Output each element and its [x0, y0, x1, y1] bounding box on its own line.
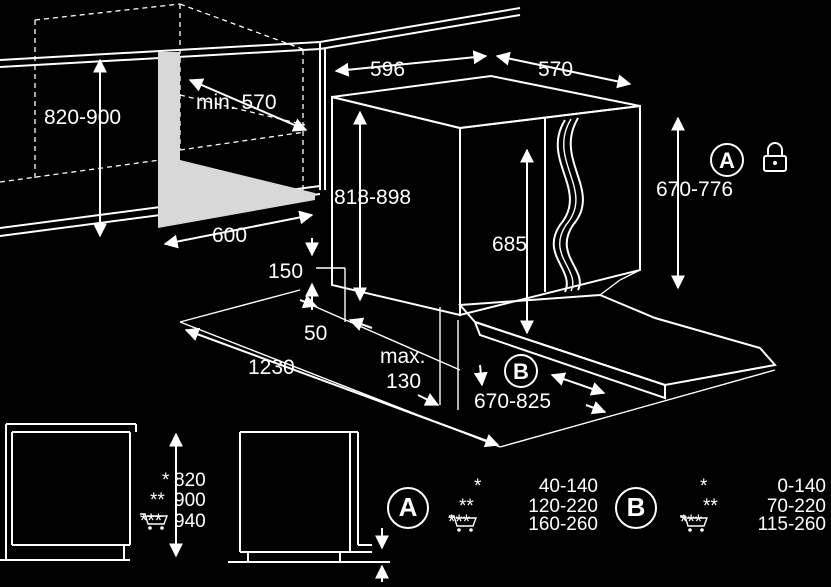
max-value-label: 130: [386, 370, 421, 393]
dishwasher-body: [331, 74, 641, 317]
min-depth-label: min. 570: [196, 91, 277, 114]
legend-b-1-value: 0-140: [777, 476, 826, 497]
depth-570-label: 570: [538, 58, 573, 81]
legend-a-1-value: 40-140: [539, 476, 598, 497]
side-height-3-value: 940: [174, 511, 206, 532]
legend-a: * 40-140 ** 120-220 *** 160-260: [448, 476, 598, 535]
dimension-arrows: [93, 50, 685, 448]
svg-text:B: B: [513, 359, 529, 384]
max-label: max.: [380, 345, 426, 368]
legend-a-1-marker: *: [474, 476, 482, 497]
length-1230-label: 1230: [248, 356, 295, 379]
legend-b-2-marker: **: [703, 496, 718, 517]
legend-a-2-value: 120-220: [528, 496, 598, 517]
legend-a-2-marker: **: [459, 496, 474, 517]
depth-600-label: 600: [212, 224, 247, 247]
legend-a-marker: A: [387, 487, 429, 529]
svg-text:B: B: [627, 492, 646, 522]
cabinet-height-label: 820-900: [44, 106, 121, 129]
cart-icon: [449, 515, 478, 532]
panel-685-label: 685: [492, 233, 527, 256]
cart-icon: [140, 513, 169, 530]
lock-icon: [763, 142, 787, 172]
plinth-150-label: 150: [268, 260, 303, 283]
side-height-2-value: 900: [174, 490, 206, 511]
legend-b-1-marker: *: [700, 476, 708, 497]
legend-b-2-value: 70-220: [767, 496, 826, 517]
svg-text:A: A: [399, 492, 418, 522]
cart-icon: [680, 515, 709, 532]
side-height-1-value: 820: [174, 470, 206, 491]
side-panel: [158, 52, 315, 228]
width-596-label: 596: [370, 58, 405, 81]
side-height-labels: * 820 ** 900 *** 940: [140, 470, 206, 532]
marker-a-top: A: [710, 143, 744, 177]
door-height-label: 670-776: [656, 178, 733, 201]
legend-a-3-value: 160-260: [528, 514, 598, 535]
legend-b-3-value: 115-260: [758, 514, 826, 535]
marker-b-top: B: [504, 354, 538, 388]
plinth-50-label: 50: [304, 322, 327, 345]
side-view-2: [228, 431, 390, 563]
legend-b-marker: B: [615, 487, 657, 529]
side-height-2-marker: **: [150, 490, 165, 511]
door-range-label: 670-825: [474, 390, 551, 413]
niche-height-label: 818-898: [334, 186, 411, 209]
legend-b: * 0-140 ** 70-220 *** 115-260: [680, 476, 826, 535]
svg-text:A: A: [719, 148, 735, 173]
side-height-1-marker: *: [162, 470, 170, 491]
door-cutaway: [552, 117, 584, 293]
side-view-1: [0, 423, 137, 561]
